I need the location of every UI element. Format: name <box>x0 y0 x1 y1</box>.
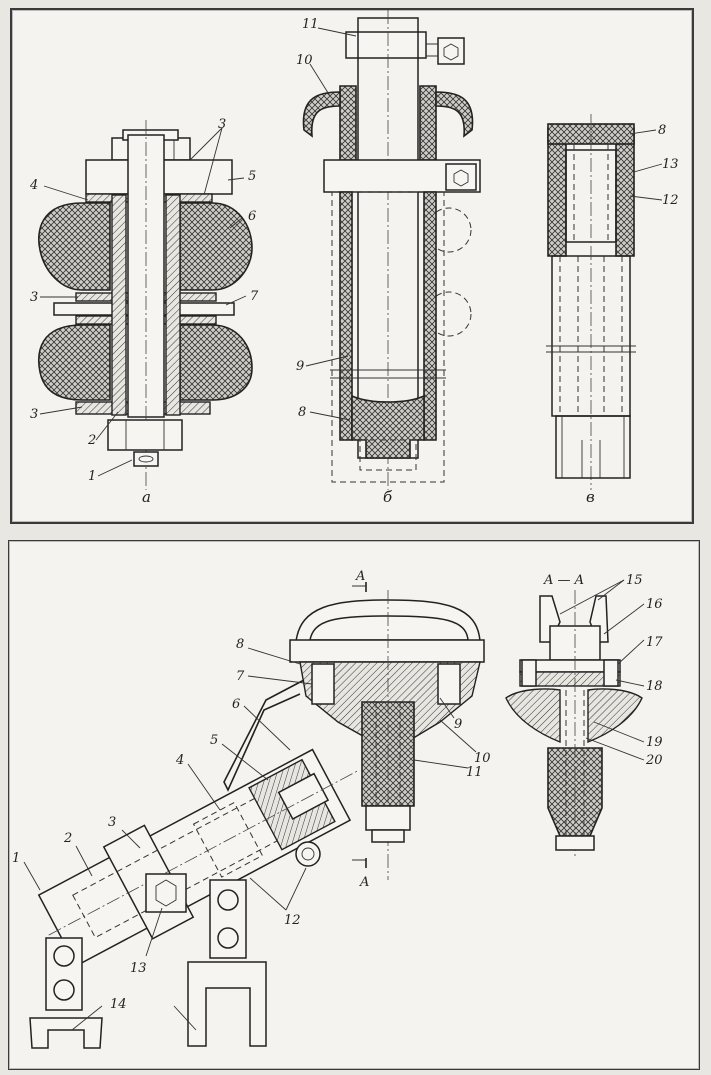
caption-b: б <box>383 488 393 506</box>
label-main-12: 12 <box>284 913 301 928</box>
figure-a-buffer <box>38 120 253 490</box>
label-section-19: 19 <box>646 735 663 750</box>
label-main-11: 11 <box>466 765 483 780</box>
label-b-11: 11 <box>302 17 319 32</box>
label-main-9: 9 <box>454 717 462 732</box>
label-a-7: 7 <box>250 289 259 304</box>
section-mark-bottom: A <box>359 875 369 890</box>
label-main-6: 6 <box>232 697 240 712</box>
label-c-12: 12 <box>662 193 679 208</box>
label-section-15: 15 <box>626 573 643 588</box>
label-c-13: 13 <box>662 157 679 172</box>
label-main-13: 13 <box>130 961 147 976</box>
label-main-3: 3 <box>108 815 116 830</box>
bottom-main-assembly <box>29 582 485 1049</box>
label-main-7: 7 <box>236 669 245 684</box>
label-main-2: 2 <box>63 831 72 846</box>
label-a-3-bottom: 3 <box>30 407 38 422</box>
label-a-2: 2 <box>87 433 96 448</box>
label-b-10: 10 <box>296 53 313 68</box>
label-main-1: 1 <box>12 851 20 866</box>
label-main-14: 14 <box>110 997 127 1012</box>
label-section-20: 20 <box>645 753 663 768</box>
label-a-6: 6 <box>248 209 256 224</box>
label-main-5: 5 <box>210 733 218 748</box>
figure-c-sleeve <box>546 114 636 490</box>
label-main-8: 8 <box>236 637 244 652</box>
label-b-9: 9 <box>296 359 304 374</box>
section-a-a <box>505 590 643 856</box>
label-a-3-mid: 3 <box>30 290 38 305</box>
label-main-10: 10 <box>474 751 491 766</box>
label-section-18: 18 <box>646 679 663 694</box>
label-a-1: 1 <box>88 469 96 484</box>
label-a-4: 4 <box>29 178 38 193</box>
label-a-3-top: 3 <box>218 117 226 132</box>
label-section-17: 17 <box>646 635 663 650</box>
caption-a: а <box>142 488 151 506</box>
section-mark-top: A <box>355 569 365 584</box>
figure-b-spring-guide <box>302 10 481 490</box>
label-c-8: 8 <box>658 123 666 138</box>
label-b-8: 8 <box>298 405 306 420</box>
label-main-4: 4 <box>175 753 184 768</box>
label-section-16: 16 <box>646 597 663 612</box>
label-a-5: 5 <box>248 169 256 184</box>
caption-c: в <box>586 488 595 506</box>
section-title: A — A <box>543 573 584 588</box>
